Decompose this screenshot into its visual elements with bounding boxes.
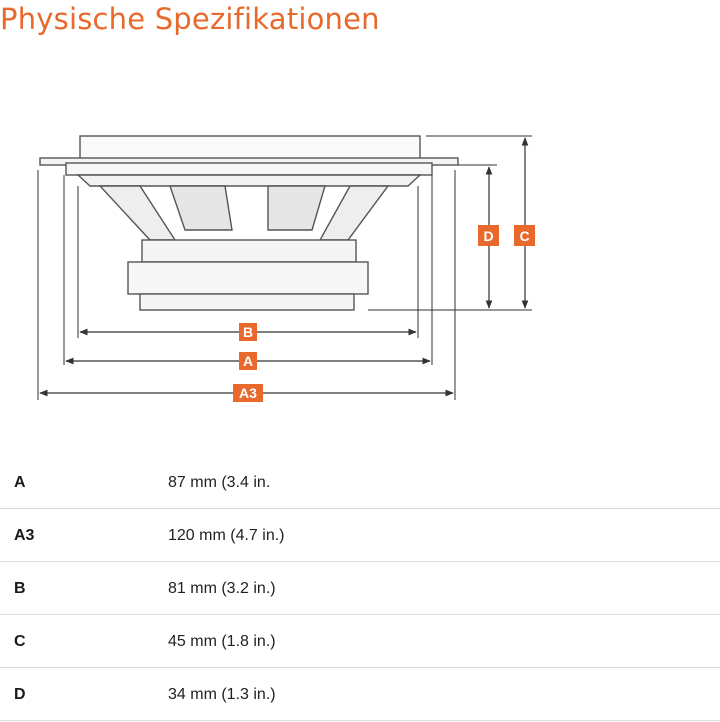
spec-value: 34 mm (1.3 in.) (168, 686, 276, 703)
label-a3-badge: A3 (233, 384, 263, 402)
label-d-badge: D (478, 225, 499, 246)
spec-row-b: B 81 mm (3.2 in.) (0, 562, 720, 615)
spec-key: D (14, 686, 26, 703)
spec-value: 45 mm (1.8 in.) (168, 633, 276, 650)
spec-value: 81 mm (3.2 in.) (168, 580, 276, 597)
speaker-outline (39, 135, 459, 311)
spec-key: B (14, 580, 26, 597)
spec-value: 120 mm (4.7 in.) (168, 527, 285, 544)
label-b: B (243, 324, 253, 340)
speaker-dimension-diagram: B A A3 D C (37, 135, 535, 402)
spec-key: C (14, 633, 26, 650)
page-title: Physische Spezifikationen (0, 2, 380, 36)
specs-table: A 87 mm (3.4 in. A3 120 mm (4.7 in.) B 8… (0, 456, 720, 721)
spec-row-a3: A3 120 mm (4.7 in.) (0, 509, 720, 562)
extension-lines (37, 135, 532, 400)
label-a: A (243, 353, 253, 369)
spec-row-c: C 45 mm (1.8 in.) (0, 615, 720, 668)
spec-key: A3 (14, 527, 35, 544)
label-a3: A3 (239, 385, 257, 401)
spec-row-a: A 87 mm (3.4 in. (0, 456, 720, 509)
label-d: D (483, 228, 493, 244)
label-c-badge: C (514, 225, 535, 246)
spec-row-d: D 34 mm (1.3 in.) (0, 668, 720, 721)
label-c: C (519, 228, 529, 244)
label-a-badge: A (239, 352, 257, 370)
spec-key: A (14, 474, 26, 491)
label-b-badge: B (239, 323, 257, 341)
spec-value: 87 mm (3.4 in. (168, 474, 271, 491)
